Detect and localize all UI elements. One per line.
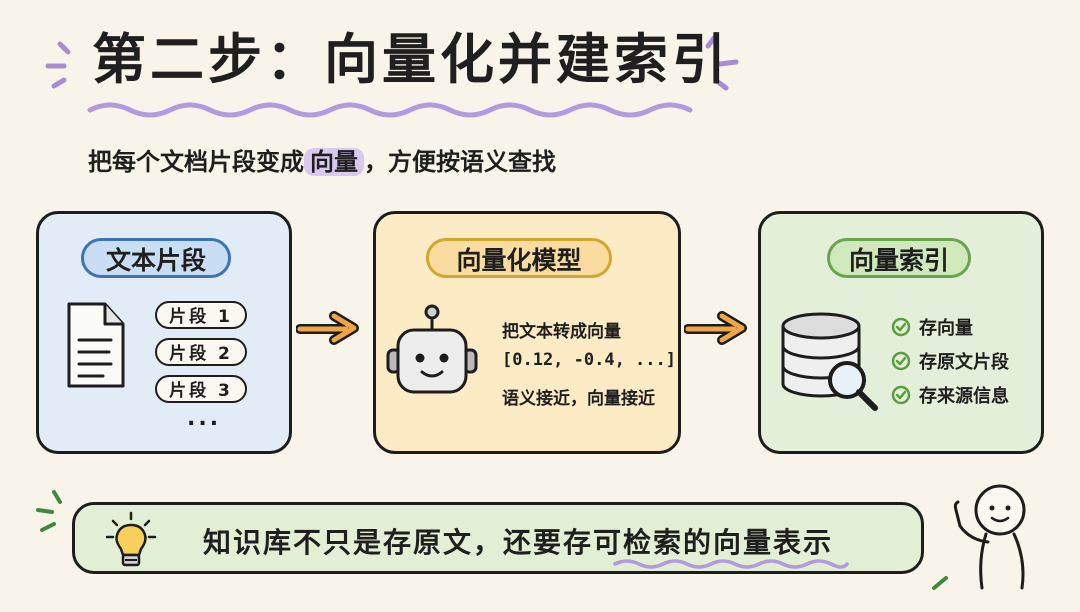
check-icon [891,351,911,371]
index-check-item: 存向量 [891,314,973,340]
sparkle-green-icon [36,490,62,532]
tip-underline [613,559,849,569]
fragment-more: ... [187,406,222,431]
stick-figure-icon [953,484,1026,590]
check-label: 存来源信息 [919,386,1009,407]
fragment-item: 片段 3 [155,375,247,403]
panel-label: 文本片段 [81,238,231,278]
robot-icon [386,304,478,394]
check-icon [891,317,911,337]
subtitle-before: 把每个文档片段变成 [88,148,304,176]
model-line: 语义接近，向量接近 [502,389,655,409]
document-icon [67,302,125,388]
lightbulb-icon [105,511,157,567]
fragment-item: 片段 2 [155,338,247,366]
magnifier-icon [828,361,878,411]
tip-text: 知识库不只是存原文，还要存可检索的向量表示 [203,526,834,559]
arrow-right-icon [296,311,359,345]
subtitle-after: ，方便按语义查找 [364,148,556,176]
check-label: 存原文片段 [919,352,1009,373]
check-label: 存向量 [919,318,973,339]
panel-label: 向量化模型 [426,238,612,278]
sparkle-green-icon [932,576,948,590]
index-check-item: 存原文片段 [891,348,1009,374]
subtitle: 把每个文档片段变成向量，方便按语义查找 [88,142,556,177]
panel-vector-index: 向量索引 存向量 存原文片段 存来源信息 [758,211,1044,454]
check-icon [891,385,911,405]
panel-text-fragments: 文本片段 片段 1 片段 2 片段 3 ... [36,211,292,454]
fragment-item: 片段 1 [155,301,247,329]
tip-bar: 知识库不只是存原文，还要存可检索的向量表示 [72,502,924,574]
sparkle-right-icon [705,35,739,91]
index-check-item: 存来源信息 [891,382,1009,408]
sparkle-left-icon [45,41,71,89]
panel-label: 向量索引 [827,238,971,278]
subtitle-highlight: 向量 [304,148,364,176]
model-line: [0.12, -0.4, ...] [502,350,676,370]
title-underline [87,102,693,118]
page-title: 第二步：向量化并建索引 [92,28,730,91]
arrow-right-icon [684,311,747,345]
model-line: 把文本转成向量 [502,322,621,342]
panel-vector-model: 向量化模型 把文本转成向量 [0.12, -0.4, ...] 语义接近，向量接… [373,211,681,454]
